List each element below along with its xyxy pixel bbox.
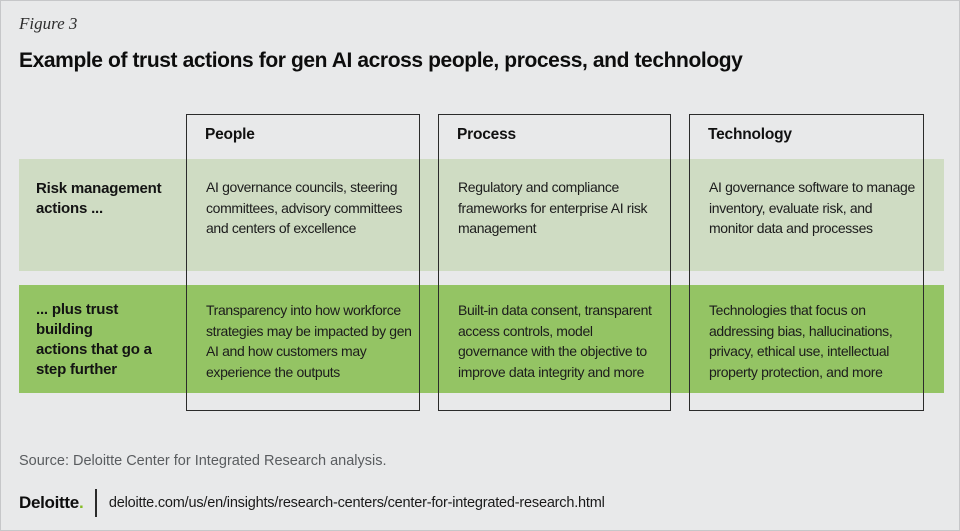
column-box-technology: Technology bbox=[689, 114, 924, 411]
source-note: Source: Deloitte Center for Integrated R… bbox=[19, 453, 387, 469]
risk-management-row-band bbox=[19, 159, 944, 271]
column-header-technology: Technology bbox=[708, 126, 792, 143]
deloitte-logo-text: Deloitte bbox=[19, 493, 79, 512]
figure-title: Example of trust actions for gen AI acro… bbox=[19, 49, 743, 72]
row-label-risk-management: Risk management actions ... bbox=[36, 180, 162, 217]
footer-divider bbox=[95, 489, 97, 517]
cell-trust-technology: Technologies that focus on addressing bi… bbox=[709, 302, 893, 380]
cell-risk-technology: AI governance software to manage invento… bbox=[709, 179, 915, 236]
cell-risk-process: Regulatory and compliance frameworks for… bbox=[458, 179, 648, 236]
cell-risk-people: AI governance councils, steering committ… bbox=[206, 179, 403, 236]
figure-label: Figure 3 bbox=[19, 14, 78, 33]
column-header-people: People bbox=[205, 126, 255, 143]
trust-building-row-band bbox=[19, 285, 944, 393]
column-header-process: Process bbox=[457, 126, 516, 143]
row-label-trust-building: ... plus trust building actions that go … bbox=[36, 301, 152, 378]
column-box-process: Process bbox=[438, 114, 671, 411]
deloitte-logo: Deloitte. bbox=[19, 493, 84, 513]
footer-url: deloitte.com/us/en/insights/research-cen… bbox=[108, 495, 605, 511]
deloitte-logo-dot: . bbox=[78, 493, 84, 512]
cell-trust-people: Transparency into how workforce strategi… bbox=[206, 302, 412, 380]
footer: Deloitte. deloitte.com/us/en/insights/re… bbox=[19, 487, 941, 519]
column-box-people: People bbox=[186, 114, 420, 411]
cell-trust-process: Built-in data consent, transparent acces… bbox=[458, 302, 652, 380]
